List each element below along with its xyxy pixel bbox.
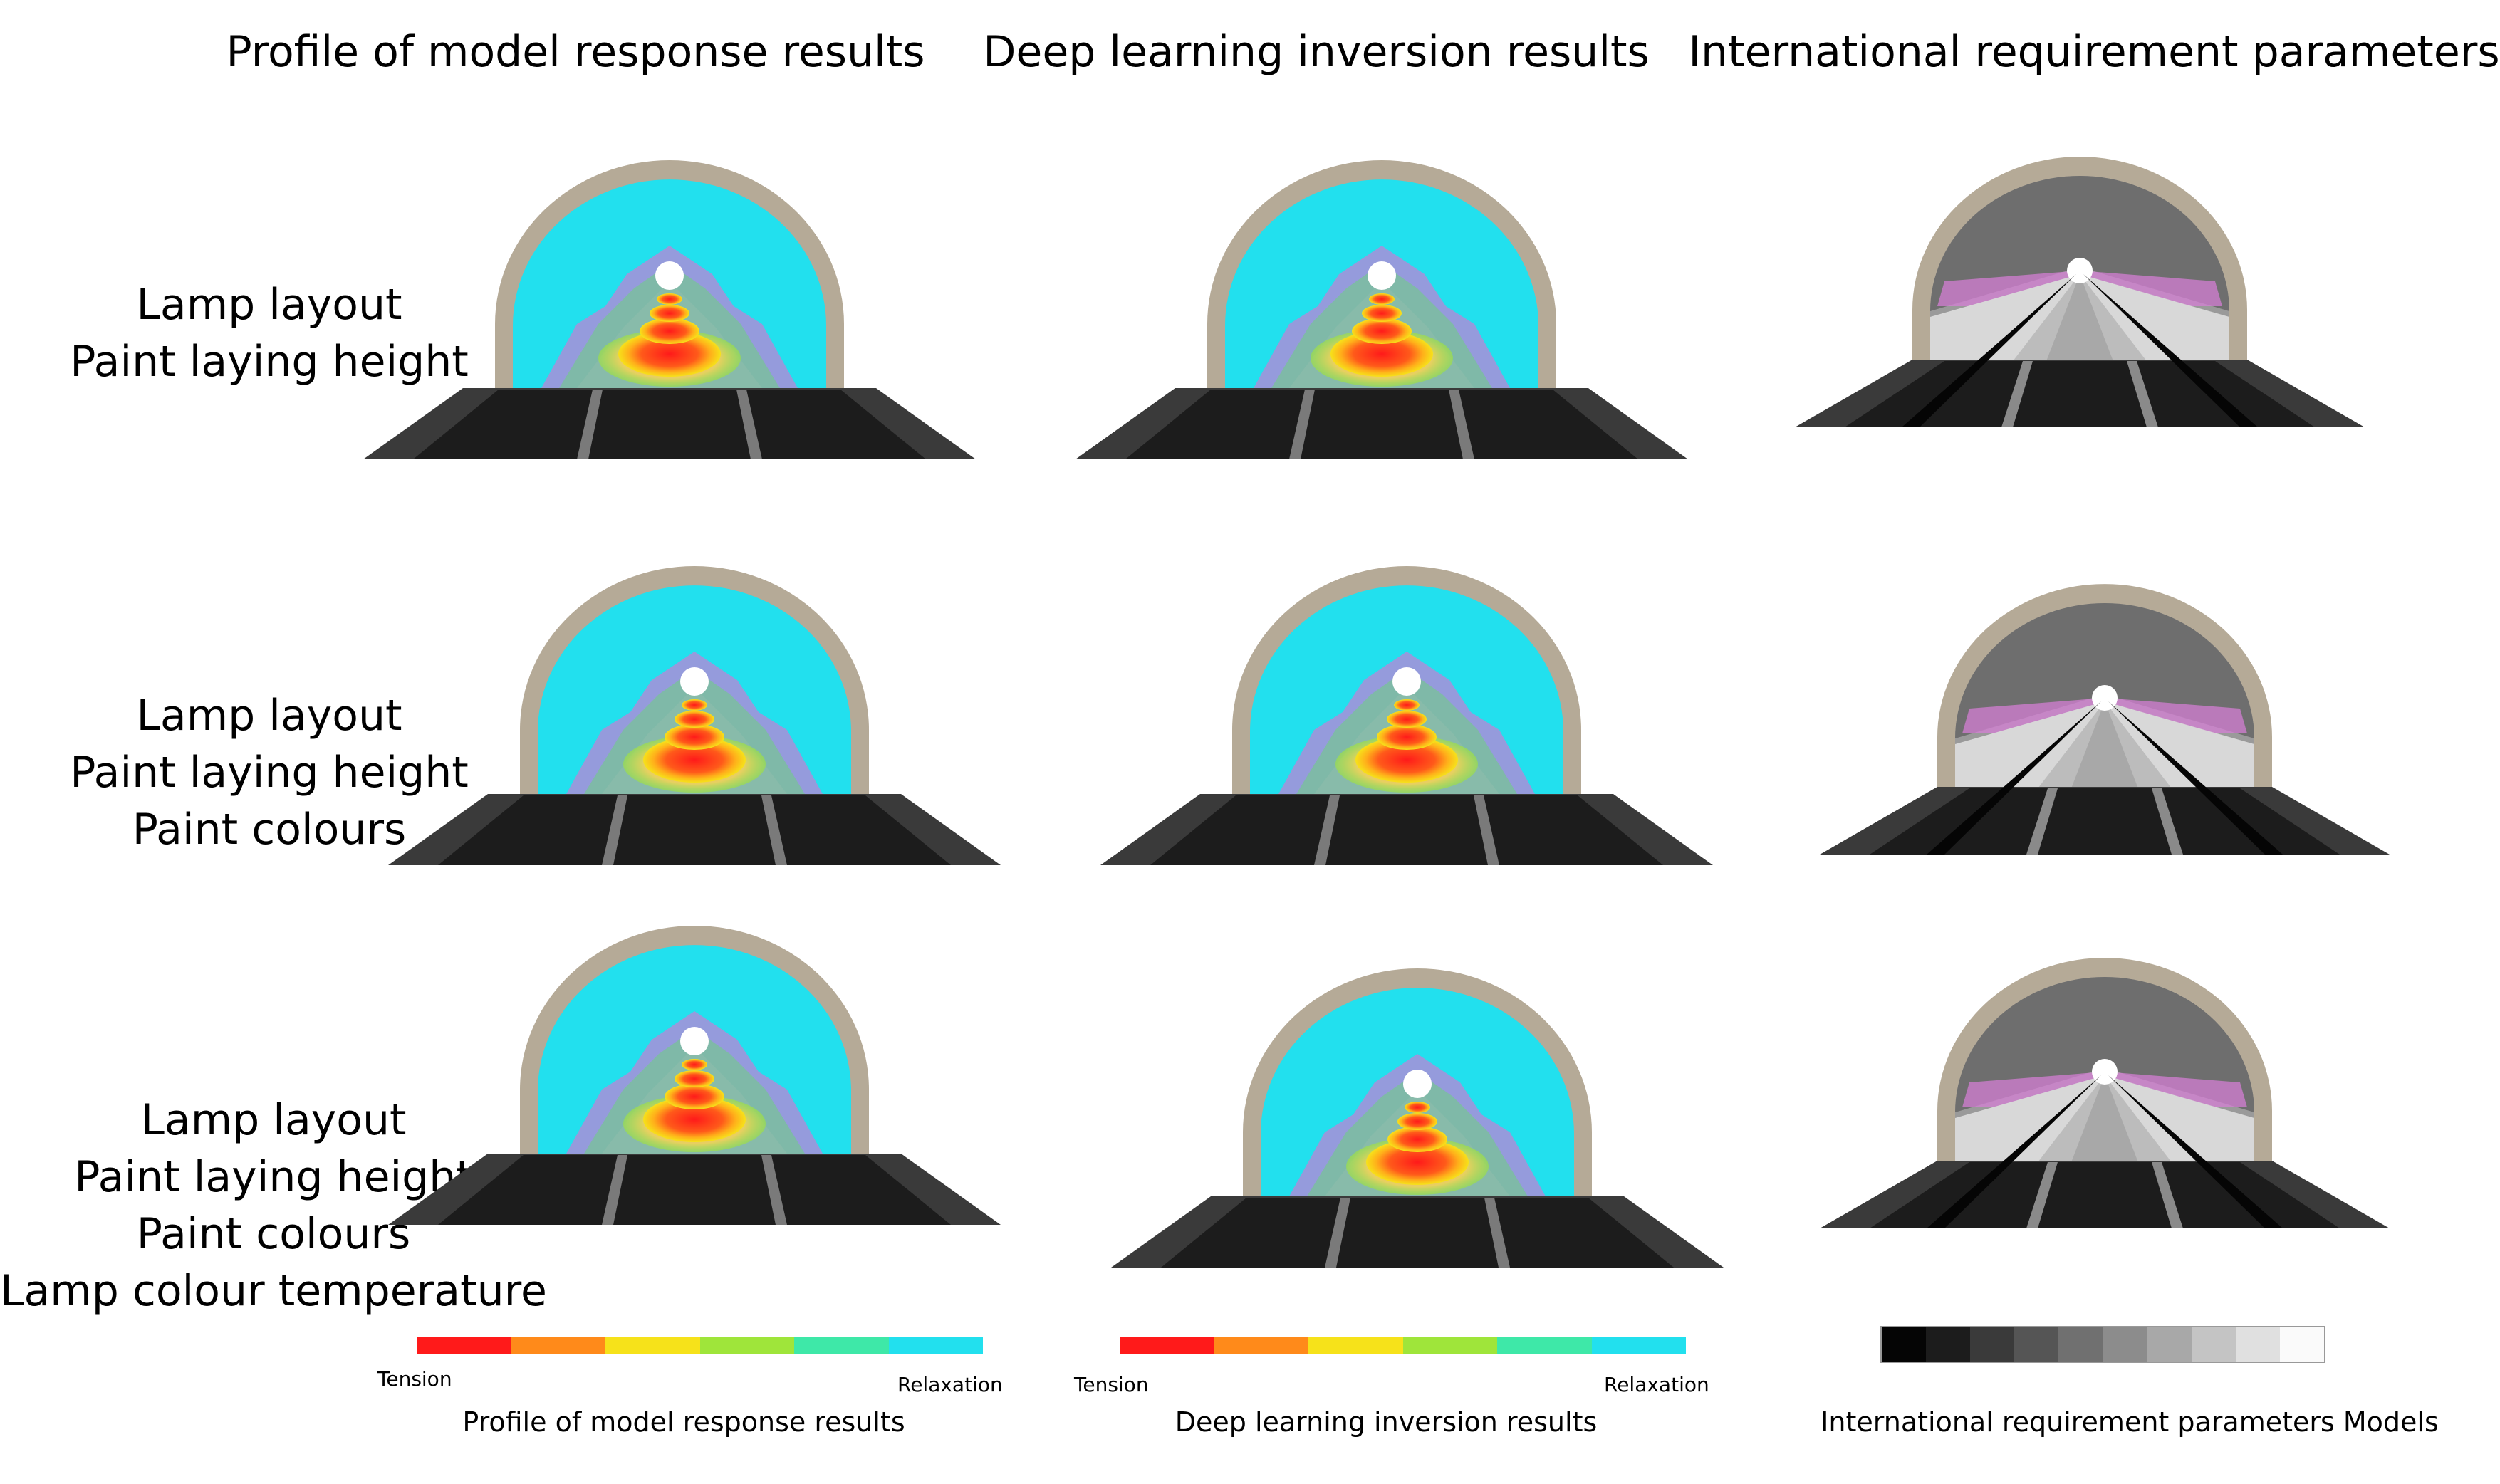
legend-swatch (1970, 1327, 2015, 1362)
colour-scale-deep-learning (1120, 1337, 1686, 1354)
row-1-label-paint-height: Paint laying height (70, 337, 469, 387)
column-title-model-response: Profile of model response results (226, 27, 925, 77)
row-2-label-lamp-layout: Lamp layout (136, 691, 402, 741)
row-label-2: Lamp layout Paint laying height Paint co… (70, 687, 469, 858)
legend-swatch (2235, 1327, 2280, 1362)
tunnel-deep-learning-row-1 (1075, 160, 1688, 474)
column-title-international: International requirement parameters (1688, 27, 2500, 77)
legend-swatch (1214, 1337, 1308, 1354)
legend-model-response-relaxation: Relaxation (897, 1373, 1003, 1396)
legend-model-response-caption: Profile of model response results (462, 1406, 905, 1438)
column-title-deep-learning: Deep learning inversion results (983, 27, 1650, 77)
legend-swatch (699, 1337, 794, 1354)
legend-swatch (2014, 1327, 2059, 1362)
legend-swatch (511, 1337, 605, 1354)
tunnel-deep-learning-row-3 (1111, 968, 1724, 1282)
tunnel-model-response-row-1 (363, 160, 976, 474)
row-3-label-paint-height: Paint laying height (74, 1152, 473, 1202)
legend-model-response-tension: Tension (377, 1367, 452, 1391)
row-label-1: Lamp layout Paint laying height (70, 276, 469, 390)
grayscale-scale-international (1880, 1326, 2325, 1363)
legend-deep-learning-relaxation: Relaxation (1604, 1373, 1709, 1396)
legend-swatch (888, 1337, 983, 1354)
row-3-label-lamp-layout: Lamp layout (140, 1095, 407, 1145)
tunnel-international-row-3 (1820, 954, 2390, 1239)
row-3-label-paint-colours: Paint colours (136, 1209, 411, 1259)
legend-swatch (1497, 1337, 1592, 1354)
colour-scale-model-response (417, 1337, 983, 1354)
tunnel-deep-learning-row-2 (1100, 566, 1713, 879)
row-1-label-lamp-layout: Lamp layout (136, 280, 402, 330)
legend-swatch (1308, 1337, 1403, 1354)
tunnel-model-response-row-3 (388, 926, 1001, 1239)
legend-swatch (2058, 1327, 2103, 1362)
legend-deep-learning-tension: Tension (1074, 1373, 1149, 1396)
legend-swatch (1882, 1327, 1927, 1362)
legend-deep-learning-caption: Deep learning inversion results (1175, 1406, 1598, 1438)
row-2-label-paint-height: Paint laying height (70, 748, 469, 798)
tunnel-international-row-1 (1795, 153, 2365, 438)
legend-swatch (794, 1337, 889, 1354)
tunnel-international-row-2 (1820, 580, 2390, 865)
legend-swatch (417, 1337, 511, 1354)
row-2-label-paint-colours: Paint colours (132, 805, 407, 855)
legend-international-caption: International requirement parameters Mod… (1821, 1406, 2439, 1438)
row-label-3: Lamp layout Paint laying height Paint co… (0, 1092, 547, 1320)
legend-swatch (1120, 1337, 1214, 1354)
legend-swatch (1402, 1337, 1497, 1354)
legend-swatch (1926, 1327, 1971, 1362)
tunnel-model-response-row-2 (388, 566, 1001, 879)
legend-swatch (2279, 1327, 2324, 1362)
row-3-label-colour-temperature: Lamp colour temperature (0, 1266, 547, 1316)
legend-swatch (2147, 1327, 2192, 1362)
legend-swatch (1591, 1337, 1686, 1354)
legend-swatch (2103, 1327, 2147, 1362)
legend-swatch (605, 1337, 700, 1354)
legend-swatch (2191, 1327, 2236, 1362)
